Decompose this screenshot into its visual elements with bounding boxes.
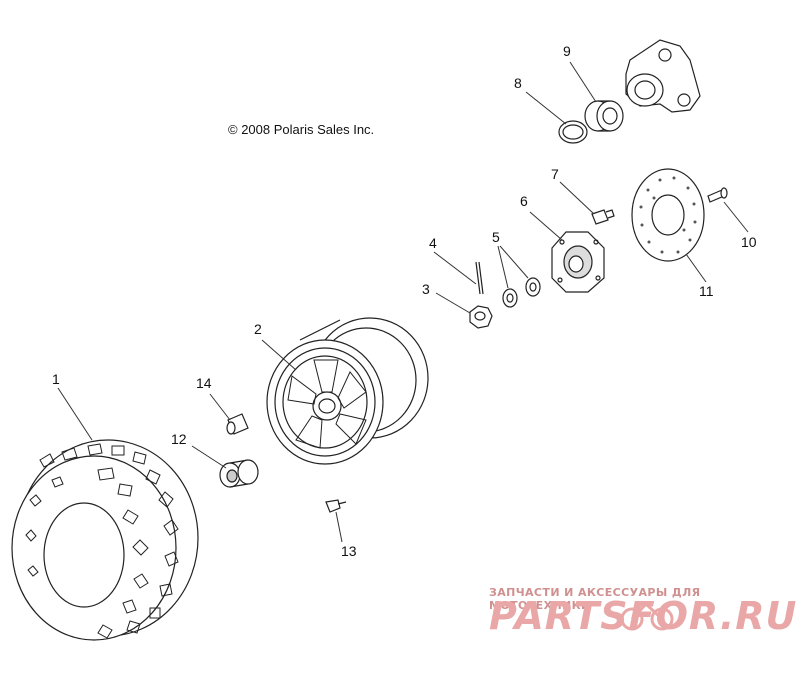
wheel-hub-drawing xyxy=(551,231,605,293)
watermark-subtitle: ЗАПЧАСТИ И АКСЕССУАРЫ ДЛЯ МОТОТЕХНИКИ xyxy=(489,586,701,612)
steering-knuckle-drawing xyxy=(625,39,701,113)
valve-stem-drawing xyxy=(325,499,347,513)
callout-13: 13 xyxy=(341,543,357,559)
callout-6: 6 xyxy=(520,193,528,209)
castle-nut-drawing xyxy=(469,305,493,329)
callout-10: 10 xyxy=(741,234,757,250)
retaining-ring-drawing xyxy=(558,120,588,144)
callout-3: 3 xyxy=(422,281,430,297)
wheel-stud-drawing xyxy=(591,209,615,225)
callout-8: 8 xyxy=(514,75,522,91)
callout-11: 11 xyxy=(699,283,714,299)
copyright-notice: © 2008 Polaris Sales Inc. xyxy=(228,122,375,137)
callout-7: 7 xyxy=(551,166,559,182)
watermark-motorcycle-icon xyxy=(620,601,674,631)
callout-12: 12 xyxy=(171,431,187,447)
brake-disc-drawing xyxy=(631,168,705,262)
callout-5: 5 xyxy=(492,229,500,245)
watermark-logo: PARTSFOR.RU xyxy=(489,594,798,638)
bearing-drawing xyxy=(584,100,624,132)
wheel-rim-drawing xyxy=(266,317,429,465)
callout-14: 14 xyxy=(196,375,212,391)
rotor-bolt-drawing xyxy=(707,187,728,203)
callout-9: 9 xyxy=(563,43,571,59)
callout-2: 2 xyxy=(254,321,262,337)
leader-lines xyxy=(57,61,749,543)
callout-4: 4 xyxy=(429,235,437,251)
cotter-pin-drawing xyxy=(475,261,484,295)
spacer-drawing xyxy=(226,413,249,435)
callout-1: 1 xyxy=(52,371,60,387)
valve-cap-nut-drawing xyxy=(219,459,259,488)
washers-drawing xyxy=(502,277,541,308)
tire-drawing xyxy=(11,439,199,641)
